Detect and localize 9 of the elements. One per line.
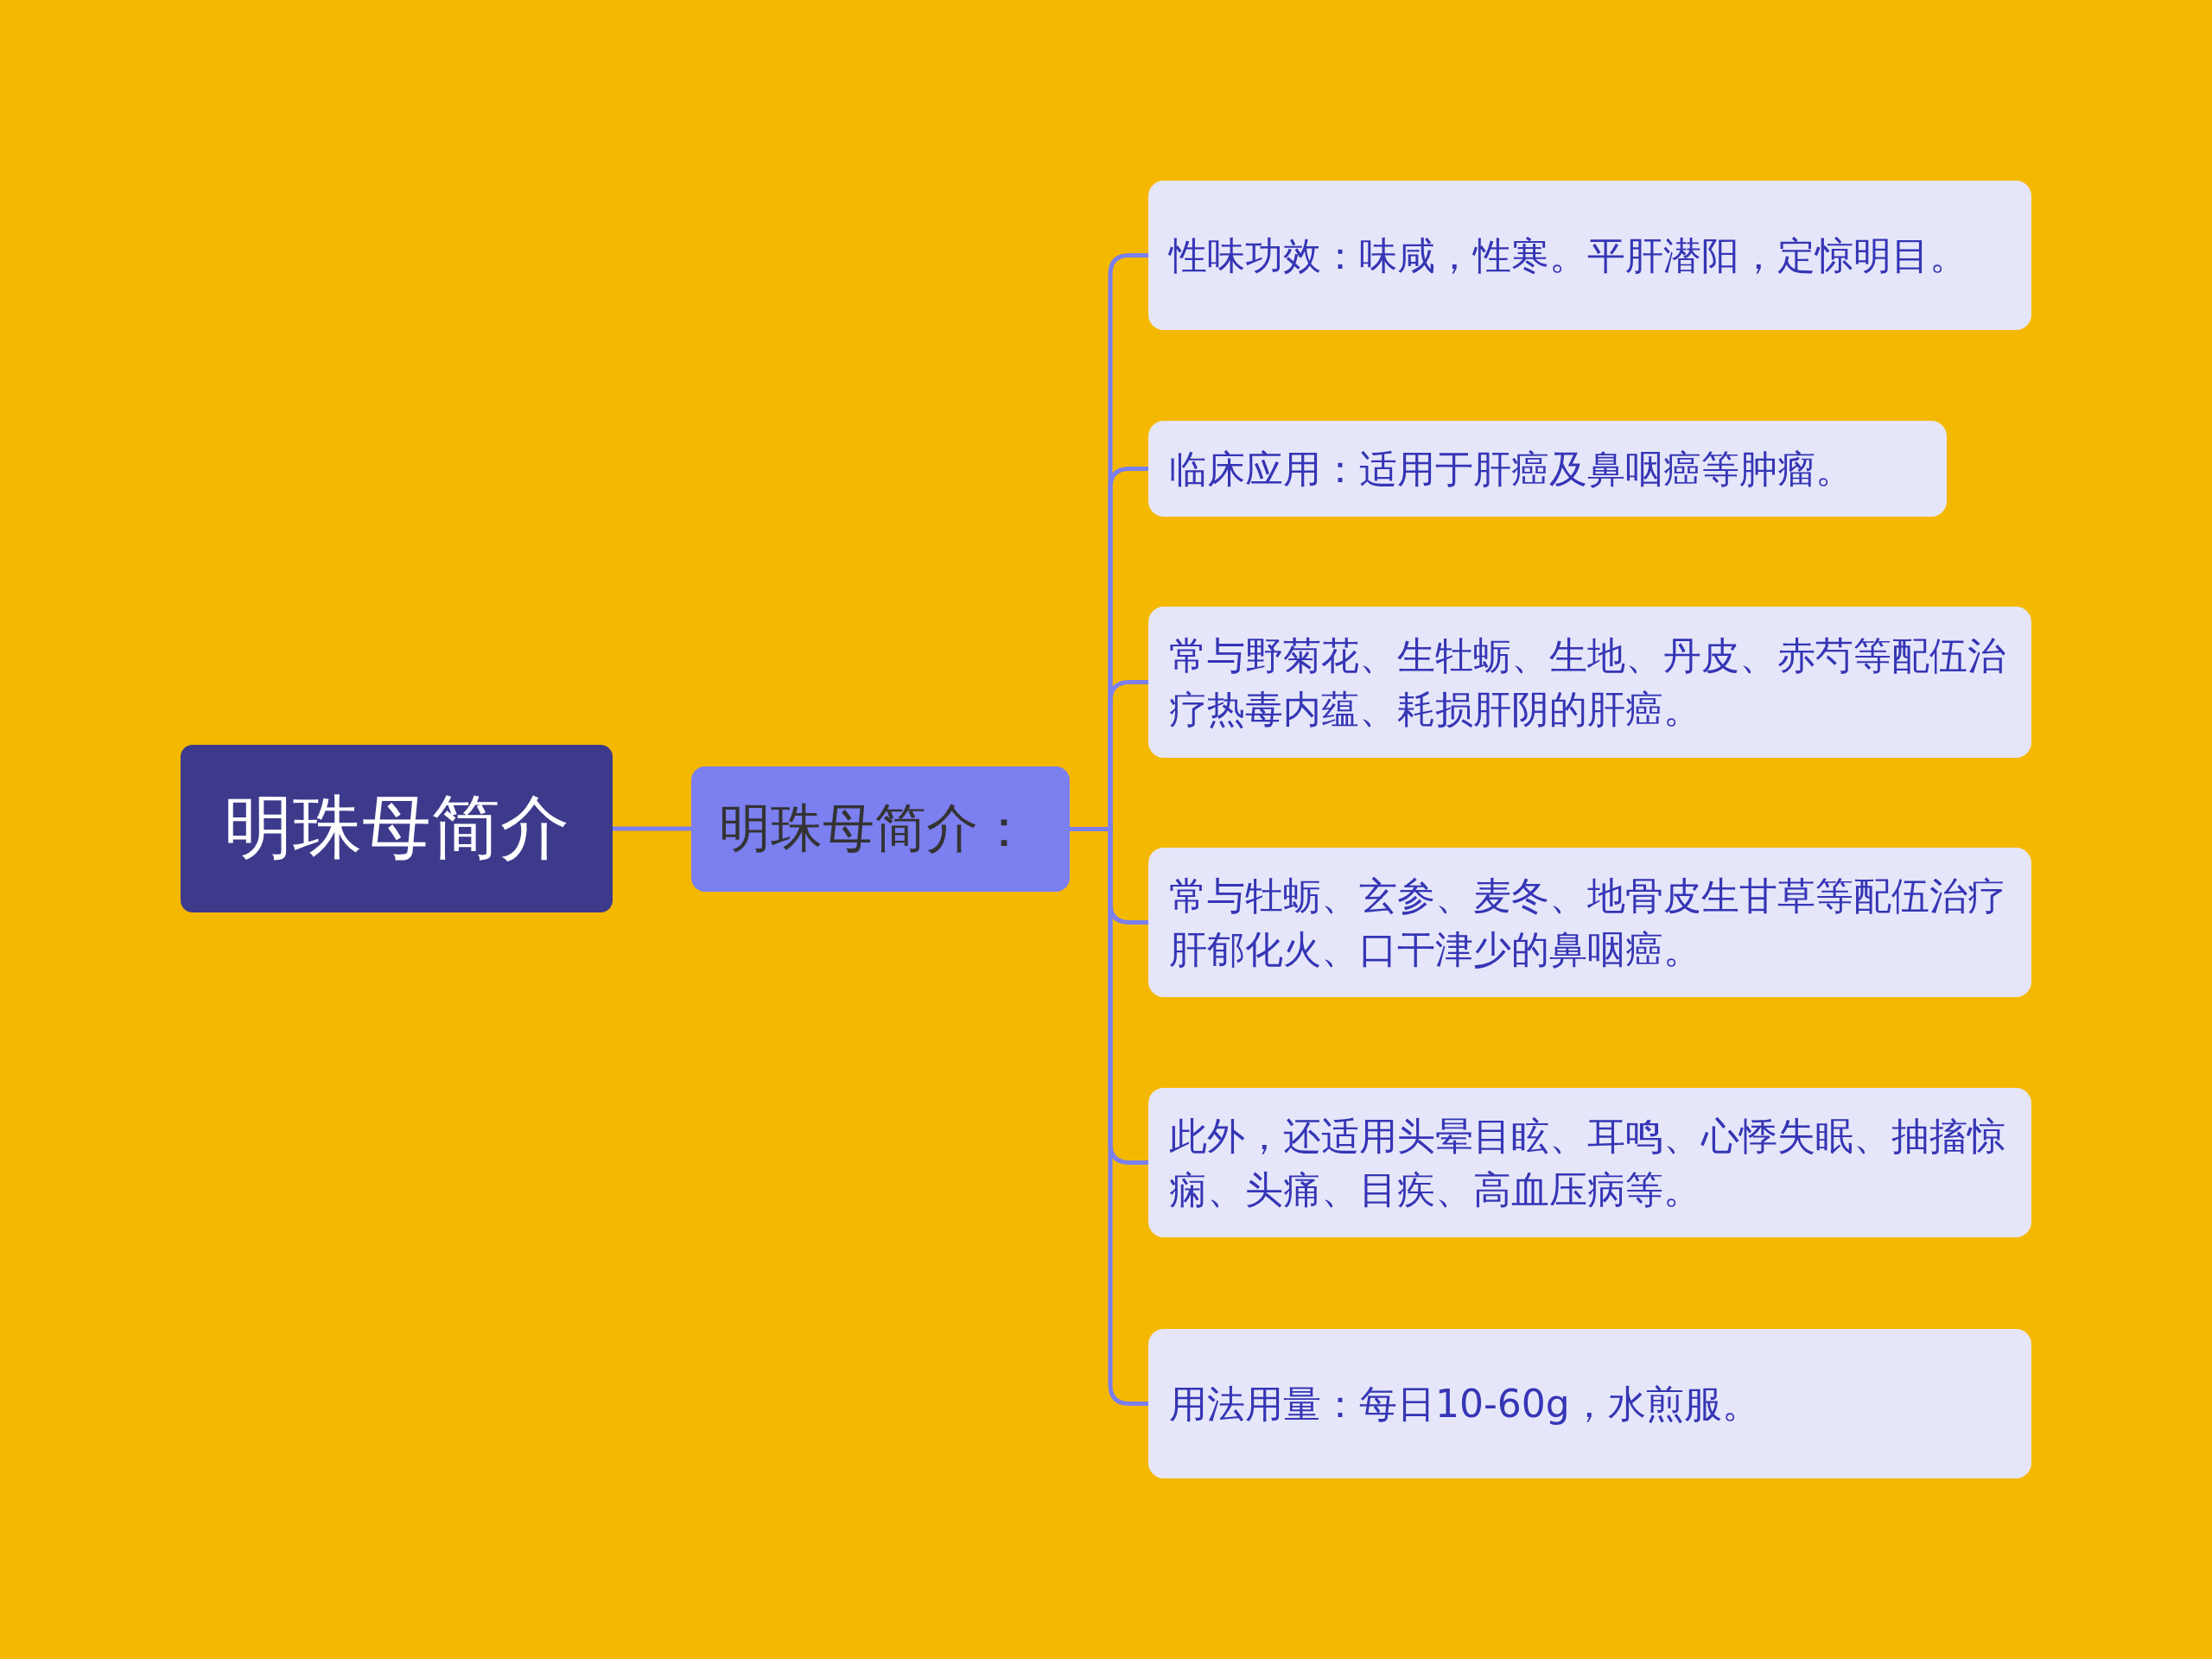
note-box: 性味功效：味咸，性寒。平肝潜阳，定惊明目。 xyxy=(1148,181,2031,330)
connector-line xyxy=(613,826,691,831)
note-box: 临床应用：适用于肝癌及鼻咽癌等肿瘤。 xyxy=(1148,421,1947,517)
note-box: 常与野菊花、生牡蛎、生地、丹皮、赤芍等配伍治疗热毒内蕴、耗损肝阴的肝癌。 xyxy=(1148,607,2031,758)
topic-box: 明珠母简介： xyxy=(691,766,1070,892)
note-box: 用法用量：每日10-60g，水煎服。 xyxy=(1148,1329,2031,1478)
note-box: 常与牡蛎、玄参、麦冬、地骨皮生甘草等配伍治疗肝郁化火、口干津少的鼻咽癌。 xyxy=(1148,848,2031,997)
note-box: 此外，还适用头晕目眩、耳鸣、心悸失眠、抽搐惊痫、头痛、目疾、高血压病等。 xyxy=(1148,1088,2031,1237)
root-box: 明珠母简介 xyxy=(181,745,613,912)
